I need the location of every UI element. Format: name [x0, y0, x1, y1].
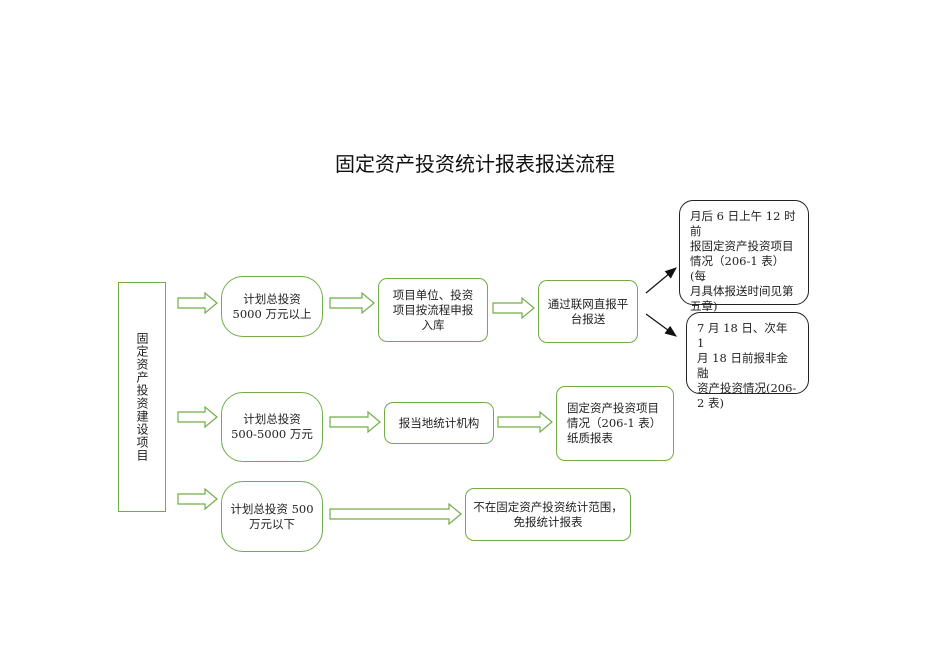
exempt-label: 不在固定资产投资统计范围， 免报统计报表 [473, 499, 623, 529]
paper-form-label: 固定资产投资项目 情况（206-1 表） 纸质报表 [567, 401, 662, 445]
under500-box: 计划总投资 500 万元以下 [221, 481, 323, 552]
block-arrow-mid-to-local [329, 410, 381, 434]
form-2062-label: 7 月 18 日、次年 1 月 18 日前报非金融 资产投资情况(206- 2 … [697, 321, 797, 410]
root-project-box: 固定资产投资建设项目 [118, 282, 166, 512]
arrow-online-to-form2062 [645, 313, 677, 337]
root-project-label: 固定资产投资建设项目 [135, 332, 149, 462]
block-arrow-root-to-over5000 [177, 291, 218, 315]
unit-report-label: 项目单位、投资 项目按流程申报 入库 [392, 287, 474, 332]
mid-label: 计划总投资 500-5000 万元 [231, 412, 313, 441]
block-arrow-root-to-mid [177, 405, 218, 429]
local-office-box: 报当地统计机构 [384, 402, 494, 444]
over5000-label: 计划总投资 5000 万元以上 [232, 291, 312, 321]
over5000-box: 计划总投资 5000 万元以上 [221, 276, 323, 337]
mid-box: 计划总投资 500-5000 万元 [221, 392, 323, 462]
block-arrow-local-to-paper [497, 410, 553, 434]
exempt-box: 不在固定资产投资统计范围， 免报统计报表 [465, 488, 631, 541]
page-title: 固定资产投资统计报表报送流程 [335, 152, 615, 176]
block-arrow-under500-to-exempt [329, 502, 462, 526]
under500-label: 计划总投资 500 万元以下 [230, 501, 314, 531]
form-2061-box: 月后 6 日上午 12 时前 报固定资产投资项目 情况（206-1 表）(每 月… [679, 200, 809, 313]
block-arrow-unit-to-online [492, 296, 535, 320]
paper-form-box: 固定资产投资项目 情况（206-1 表） 纸质报表 [556, 386, 674, 461]
local-office-label: 报当地统计机构 [398, 415, 480, 430]
block-arrow-over5000-to-unit [329, 291, 375, 315]
form-2061-label: 月后 6 日上午 12 时前 报固定资产投资项目 情况（206-1 表）(每 月… [690, 209, 796, 313]
arrow-online-to-form2061 [645, 267, 677, 294]
unit-report-box: 项目单位、投资 项目按流程申报 入库 [378, 278, 488, 342]
online-report-box: 通过联网直报平 台报送 [538, 280, 638, 343]
form-2062-box: 7 月 18 日、次年 1 月 18 日前报非金融 资产投资情况(206- 2 … [686, 312, 809, 410]
block-arrow-root-to-under500 [177, 487, 218, 511]
online-report-label: 通过联网直报平 台报送 [547, 296, 629, 326]
